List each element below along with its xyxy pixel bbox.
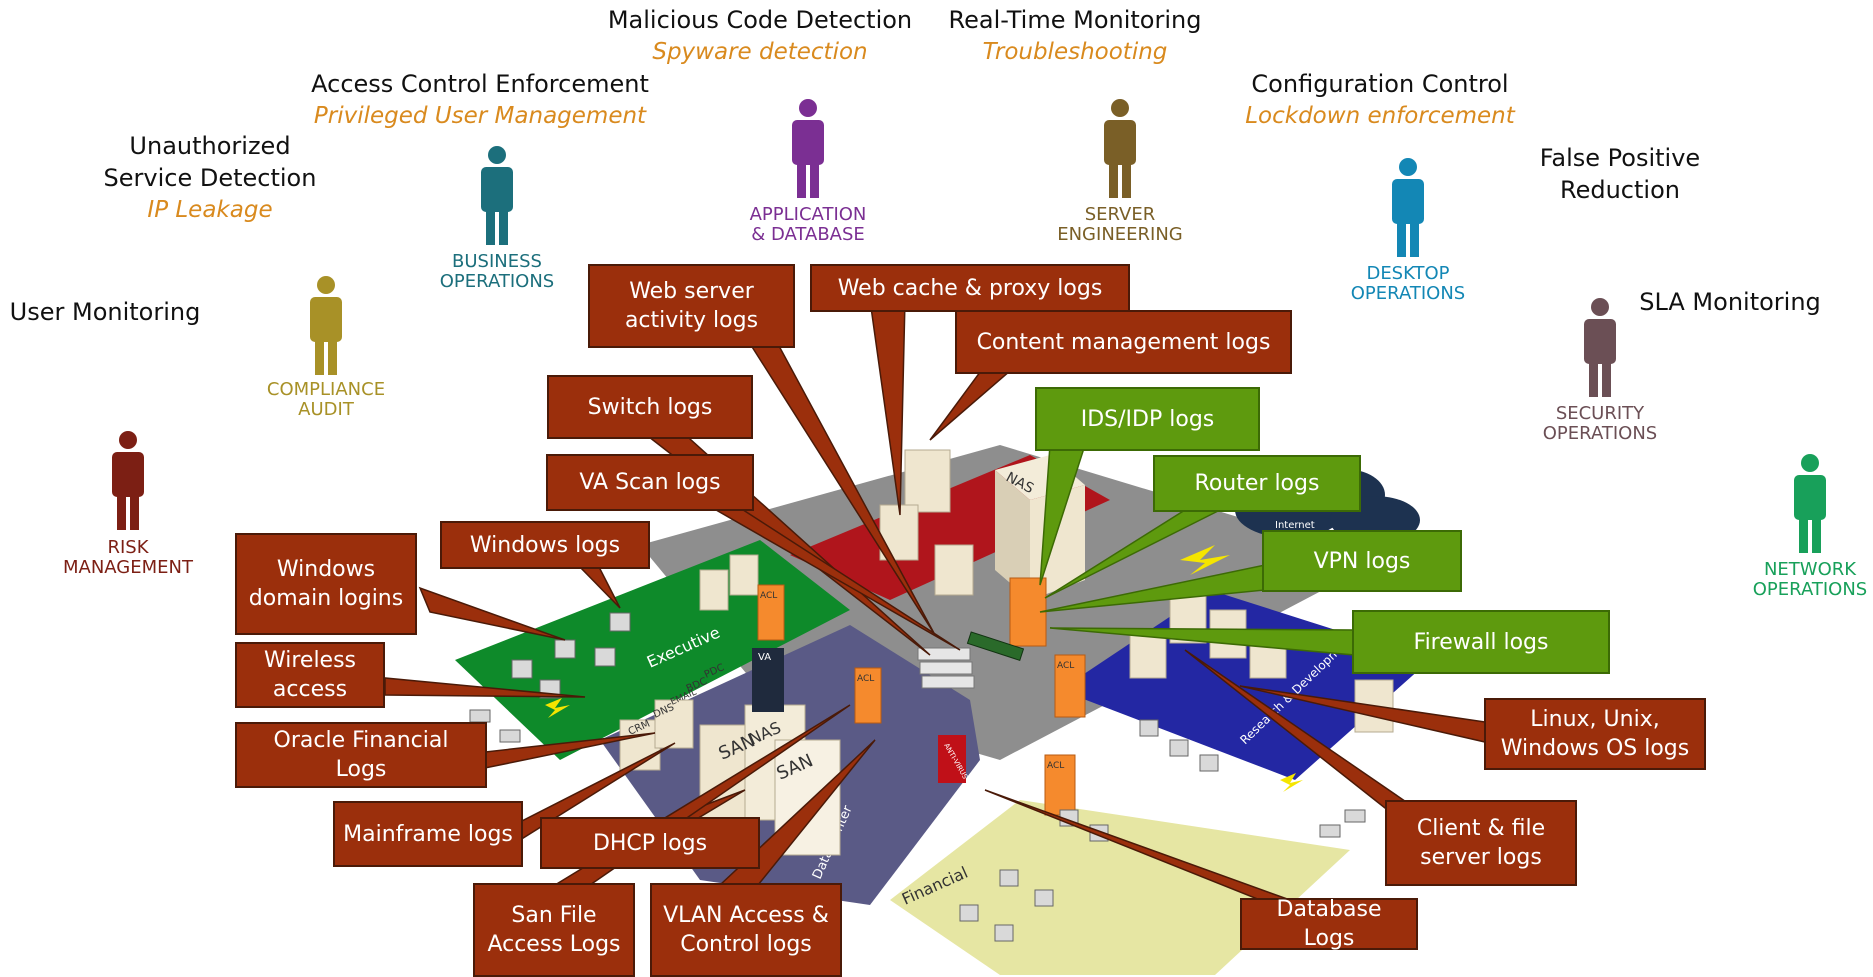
- capability-user-monitoring: User Monitoring: [0, 296, 210, 328]
- wifi-lightning-icon: [545, 698, 570, 718]
- callout-router-logs: Router logs: [1153, 455, 1361, 512]
- role-line2: OPERATIONS: [439, 271, 555, 292]
- internet-label: Internet: [1275, 520, 1315, 531]
- role-line1: BUSINESS: [452, 251, 542, 272]
- role-server-engineering: SERVER ENGINEERING: [1040, 205, 1200, 245]
- capability-sla-monitoring: SLA Monitoring: [1630, 286, 1830, 318]
- capability-false-positive: False Positive Reduction: [1500, 142, 1740, 206]
- callout-windows-logs: Windows logs: [440, 521, 650, 569]
- callout-wireless-access: Wireless access: [235, 642, 385, 708]
- capability-unauthorized-service: Unauthorized Service Detection IP Leakag…: [90, 130, 330, 226]
- capability-subtitle: Privileged User Management: [313, 103, 647, 129]
- capability-subtitle: Lockdown enforcement: [1245, 103, 1515, 129]
- role-line2: & DATABASE: [751, 224, 865, 245]
- callout-client-file-server-logs: Client & file server logs: [1385, 800, 1577, 886]
- acl-label-2: ACL: [857, 674, 874, 684]
- acl-label-4: ACL: [1047, 761, 1064, 771]
- role-line2: OPERATIONS: [1752, 579, 1868, 600]
- callout-ids-idp-logs: IDS/IDP logs: [1035, 387, 1260, 451]
- capability-title: Malicious Code Detection: [607, 6, 913, 34]
- callout-vpn-logs: VPN logs: [1262, 530, 1462, 592]
- callout-firewall-logs: Firewall logs: [1352, 610, 1610, 674]
- acl-label-3: ACL: [1057, 661, 1074, 671]
- person-icon-compliance-audit: [310, 276, 342, 375]
- role-line1: COMPLIANCE: [266, 379, 386, 400]
- role-desktop-operations: DESKTOP OPERATIONS: [1328, 264, 1488, 304]
- callout-san-file-access-logs: San File Access Logs: [473, 883, 635, 977]
- person-icon-application-database: [792, 99, 824, 198]
- role-line1: DESKTOP: [1366, 263, 1450, 284]
- role-compliance-audit: COMPLIANCE AUDIT: [246, 380, 406, 420]
- callout-linux-unix-windows-os-logs: Linux, Unix, Windows OS logs: [1484, 698, 1706, 770]
- callout-windows-domain-logins: Windows domain logins: [235, 533, 417, 635]
- callout-va-scan-logs: VA Scan logs: [546, 454, 754, 511]
- role-risk-management: RISK MANAGEMENT: [48, 538, 208, 578]
- role-line2: ENGINEERING: [1057, 224, 1183, 245]
- callout-vlan-access-control-logs: VLAN Access & Control logs: [650, 883, 842, 977]
- role-business-operations: BUSINESS OPERATIONS: [417, 252, 577, 292]
- callout-web-server-activity-logs: Web server activity logs: [588, 264, 795, 348]
- switch-icon: [917, 631, 1025, 689]
- workstation-icon: [469, 612, 1366, 942]
- capability-title: Access Control Enforcement: [311, 70, 649, 98]
- capability-malicious-code: Malicious Code Detection Spyware detecti…: [590, 4, 930, 68]
- role-line1: SERVER: [1084, 204, 1156, 225]
- role-line1: RISK: [107, 537, 149, 558]
- person-icon-desktop-operations: [1392, 158, 1424, 257]
- role-line2: OPERATIONS: [1542, 423, 1658, 444]
- person-icon-network-operations: [1794, 454, 1826, 553]
- person-icon-business-operations: [481, 146, 513, 245]
- capability-title: Real-Time Monitoring: [948, 6, 1202, 34]
- capability-access-control: Access Control Enforcement Privileged Us…: [290, 68, 670, 132]
- capability-title: SLA Monitoring: [1639, 288, 1821, 316]
- callout-oracle-financial-logs: Oracle Financial Logs: [235, 722, 487, 788]
- callout-web-cache-proxy-logs: Web cache & proxy logs: [810, 264, 1130, 312]
- va-label: VA: [758, 652, 771, 663]
- callout-mainframe-logs: Mainframe logs: [333, 801, 523, 867]
- lightning-icon: [1180, 545, 1230, 575]
- role-line2: AUDIT: [298, 399, 354, 420]
- role-network-operations: NETWORK OPERATIONS: [1730, 560, 1873, 600]
- firewall-icon: [757, 577, 1086, 816]
- callout-database-logs: Database Logs: [1240, 897, 1418, 951]
- callout-dhcp-logs: DHCP logs: [540, 817, 760, 869]
- acl-label-1: ACL: [760, 591, 777, 601]
- role-line1: SECURITY: [1555, 403, 1645, 424]
- capability-subtitle: IP Leakage: [147, 197, 273, 223]
- capability-subtitle: Spyware detection: [652, 39, 868, 65]
- person-icon-security-operations: [1584, 298, 1616, 397]
- capability-title: Configuration Control: [1251, 70, 1509, 98]
- role-line2: OPERATIONS: [1350, 283, 1466, 304]
- va-scanner-icon: [752, 648, 784, 712]
- role-line1: APPLICATION: [749, 204, 867, 225]
- role-line1: NETWORK: [1763, 559, 1857, 580]
- capability-title: False Positive: [1539, 144, 1701, 172]
- callout-switch-logs: Switch logs: [547, 375, 753, 439]
- capability-title: User Monitoring: [9, 298, 201, 326]
- role-security-operations: SECURITY OPERATIONS: [1520, 404, 1680, 444]
- capability-title: Unauthorized: [129, 132, 291, 160]
- capability-title-line2: Reduction: [1560, 176, 1680, 204]
- person-icon-risk-management: [112, 431, 144, 530]
- wifi-lightning-icon-2: [1280, 773, 1303, 792]
- capability-real-time: Real-Time Monitoring Troubleshooting: [930, 4, 1220, 68]
- role-line2: MANAGEMENT: [63, 557, 193, 578]
- capability-configuration: Configuration Control Lockdown enforceme…: [1230, 68, 1530, 132]
- capability-title-line2: Service Detection: [103, 164, 317, 192]
- anti-virus-icon: [938, 735, 966, 783]
- callout-content-management-logs: Content management logs: [955, 310, 1292, 374]
- person-icon-server-engineering: [1104, 99, 1136, 198]
- capability-subtitle: Troubleshooting: [982, 39, 1168, 65]
- role-application-database: APPLICATION & DATABASE: [728, 205, 888, 245]
